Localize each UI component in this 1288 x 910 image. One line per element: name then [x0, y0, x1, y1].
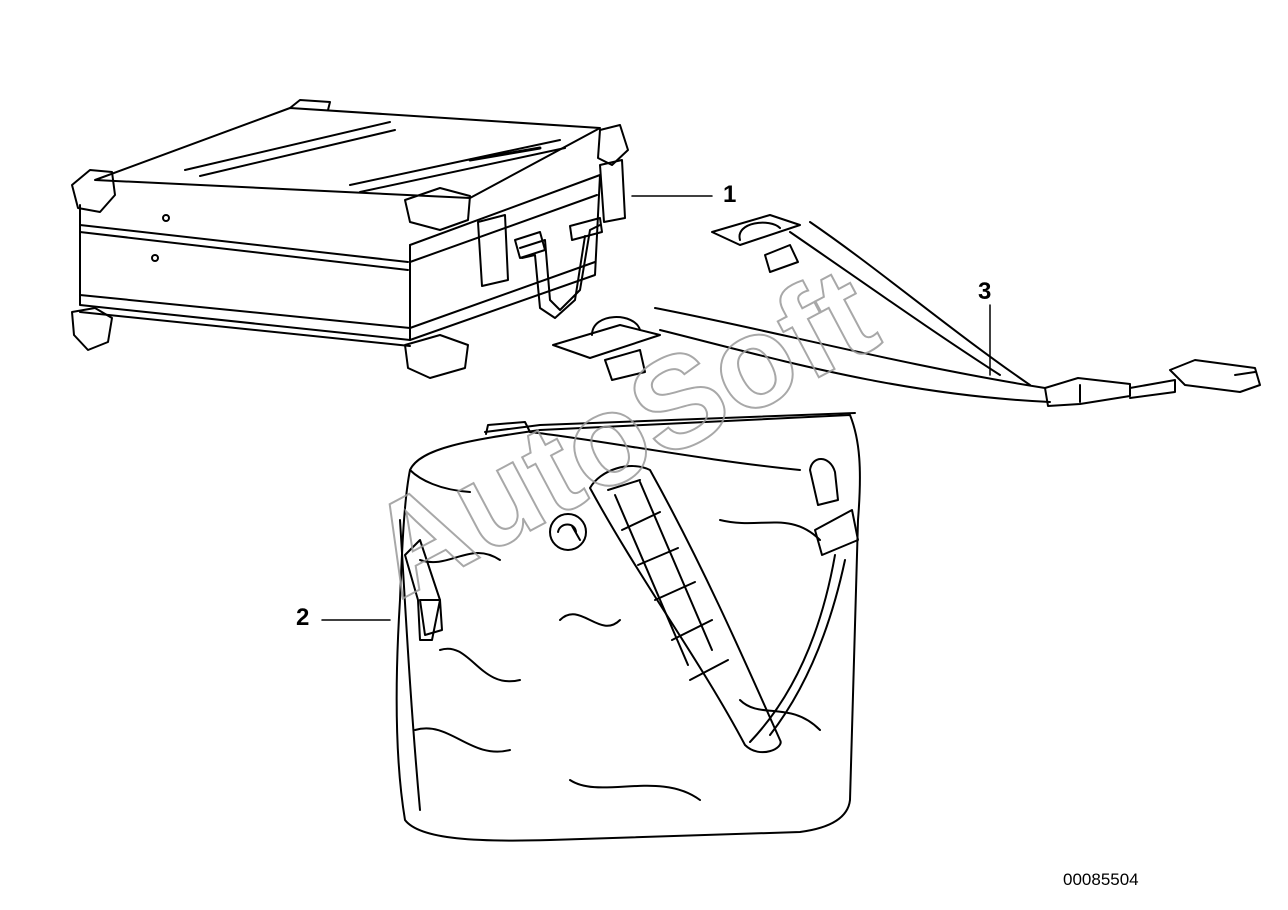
inner-bag [395, 412, 861, 842]
leader-lines [321, 195, 991, 621]
aluminium-case [71, 99, 629, 379]
drawing-number: 00085504 [1063, 870, 1139, 889]
callout-2: 2 [296, 604, 310, 631]
callout-1: 1 [723, 181, 737, 208]
strap-assembly [552, 214, 1261, 407]
callout-3: 3 [978, 278, 992, 305]
